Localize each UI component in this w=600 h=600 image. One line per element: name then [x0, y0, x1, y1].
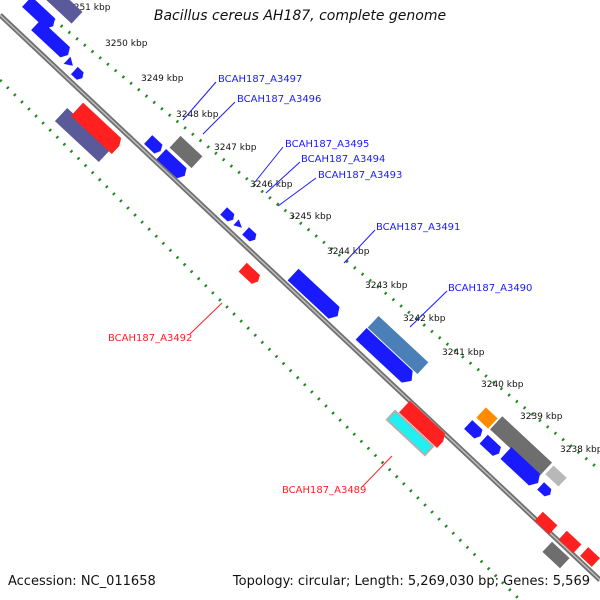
ruler-label: 3243 kbp [365, 281, 408, 291]
gene-feature[interactable] [385, 409, 435, 457]
gene-feature[interactable] [144, 135, 165, 155]
leader-line-a3494 [265, 161, 301, 194]
gene-label-a3493[interactable]: BCAH187_A3493 [318, 170, 402, 181]
gene-feature[interactable] [33, 0, 83, 24]
ruler-label: 3246 kbp [250, 180, 293, 190]
gene-label-a3497[interactable]: BCAH187_A3497 [218, 74, 302, 85]
ruler-label: 3238 kbp [560, 445, 600, 455]
gene-feature[interactable] [367, 315, 429, 375]
gene-label-a3490[interactable]: BCAH187_A3490 [448, 283, 532, 294]
ruler-label: 3247 kbp [214, 143, 257, 153]
gene-feature[interactable] [156, 148, 190, 181]
leader-line-a3492 [189, 302, 223, 335]
ruler-label: 3242 kbp [403, 314, 446, 324]
gene-feature[interactable] [70, 66, 86, 82]
leader-line-a3491 [343, 229, 376, 264]
ruler-label: 3250 kbp [105, 39, 148, 49]
ruler-label: 3251 kbp [68, 3, 111, 13]
gene-feature[interactable] [287, 268, 344, 322]
gene-feature[interactable] [500, 447, 543, 489]
gene-feature[interactable] [558, 530, 582, 554]
ruler-label: 3248 kbp [176, 110, 219, 120]
gene-feature[interactable] [537, 482, 553, 498]
gene-feature[interactable] [355, 327, 417, 387]
gene-feature[interactable] [545, 465, 567, 487]
gene-feature[interactable] [479, 434, 504, 458]
gene-feature[interactable] [169, 135, 203, 169]
map-title: Bacillus cereus AH187, complete genome [153, 8, 447, 24]
gene-feature[interactable] [220, 207, 236, 223]
gene-feature[interactable] [54, 107, 112, 163]
accession-label: Accession: NC_011658 [8, 574, 156, 589]
gene-label-a3494[interactable]: BCAH187_A3494 [301, 154, 385, 165]
gene-feature[interactable] [238, 262, 263, 286]
ruler-label: 3245 kbp [289, 212, 332, 222]
gene-feature[interactable] [70, 102, 124, 155]
gene-label-a3492[interactable]: BCAH187_A3492 [108, 333, 192, 344]
gene-feature[interactable] [464, 420, 485, 440]
ruler-label: 3241 kbp [442, 348, 485, 358]
leader-line-a3493 [277, 177, 317, 207]
gene-feature[interactable] [31, 19, 73, 60]
leader-line-a3490 [409, 290, 448, 328]
gc-track-upper [29, 0, 600, 472]
ruler-label: 3240 kbp [481, 380, 524, 390]
gene-feature[interactable] [534, 511, 558, 535]
gene-label-a3489[interactable]: BCAH187_A3489 [282, 485, 366, 496]
gene-feature[interactable] [398, 400, 448, 448]
backbone-highlight [0, 14, 600, 581]
gene-feature[interactable] [476, 407, 498, 429]
ruler-label: 3249 kbp [141, 74, 184, 84]
gene-features [22, 0, 600, 569]
gene-feature[interactable] [242, 227, 258, 243]
gene-feature[interactable] [580, 547, 600, 567]
ruler-label: 3244 kbp [327, 247, 370, 257]
leader-line-a3497 [182, 81, 217, 121]
gene-feature[interactable] [542, 541, 570, 569]
genome-summary: Topology: circular; Length: 5,269,030 bp… [232, 574, 590, 589]
gene-feature[interactable] [489, 416, 553, 476]
gene-label-a3495[interactable]: BCAH187_A3495 [285, 139, 369, 150]
gene-feature[interactable] [63, 56, 77, 70]
gene-feature[interactable] [22, 0, 58, 31]
ruler-label: 3239 kbp [520, 412, 563, 422]
gene-label-a3491[interactable]: BCAH187_A3491 [376, 222, 460, 233]
leader-line-a3495 [254, 146, 284, 183]
gene-label-a3496[interactable]: BCAH187_A3496 [237, 94, 321, 105]
gene-feature[interactable] [233, 219, 244, 230]
gc-track-lower [0, 78, 522, 600]
leader-line-a3489 [361, 455, 393, 488]
leader-line-a3496 [202, 101, 236, 135]
